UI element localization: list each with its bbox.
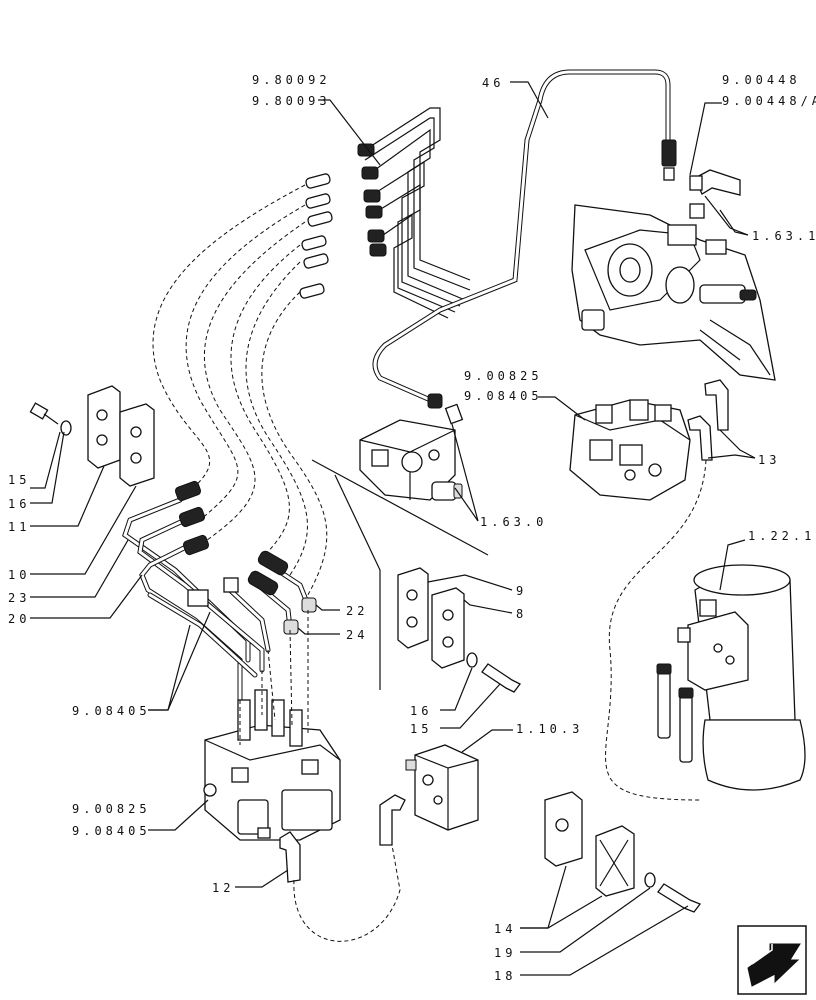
bolt-15-left [29, 402, 72, 436]
callout-980092: 9.80092 [252, 73, 331, 87]
callout-14: 14 [494, 922, 516, 936]
callout-900825-top: 9.00825 [464, 369, 543, 383]
elbow-fitting-900448 [689, 169, 741, 196]
callout-900448: 9.00448 [722, 73, 801, 87]
dashed-hose-paths-left [152, 184, 328, 601]
leader-lines [30, 81, 756, 976]
callout-10: 10 [8, 568, 30, 582]
callout-19: 19 [494, 946, 516, 960]
callout-18: 18 [494, 969, 516, 983]
callout-900825-bot: 9.00825 [72, 802, 151, 816]
transmission-housing [571, 203, 776, 381]
callout-1103: 1.10.3 [516, 722, 583, 736]
fitting-elbow-bottom [379, 794, 406, 846]
valve-block-upper-right [569, 399, 691, 501]
pipe-end-fittings [299, 173, 333, 299]
callout-908405-bot: 9.08405 [72, 824, 151, 838]
callout-22: 22 [346, 604, 368, 618]
tank-hoses [656, 663, 694, 763]
callout-1221: 1.22.1 [748, 529, 815, 543]
bolt-18 [644, 872, 702, 913]
callout-23: 23 [8, 591, 30, 605]
next-page-arrow-icon[interactable] [737, 925, 807, 995]
manifold-tubes [122, 480, 271, 703]
hydraulic-tank-1221 [677, 564, 806, 791]
dashed-drops-to-valve-stack [239, 610, 309, 745]
callout-8: 8 [516, 607, 527, 621]
callout-900448a: 9.00448/A [722, 94, 816, 108]
clamp-halves-11-10 [87, 385, 155, 487]
callout-15-mid: 15 [410, 722, 432, 736]
callout-16-mid: 16 [410, 704, 432, 718]
callout-9: 9 [516, 584, 527, 598]
callout-20: 20 [8, 612, 30, 626]
callout-12: 12 [212, 881, 234, 895]
tube-bundle-upper [357, 107, 471, 319]
callout-labels: 9.80092 9.80093 46 9.00448 9.00448/A 1.6… [8, 73, 816, 983]
dashed-hose-right [605, 459, 707, 801]
callout-908405-mid: 9.08405 [72, 704, 151, 718]
bolt-15-mid [466, 652, 521, 693]
callout-46: 46 [482, 76, 504, 90]
block-1103 [405, 744, 479, 831]
fittings-13 [687, 379, 729, 461]
callout-908405-top: 9.08405 [464, 389, 543, 403]
callout-1630: 1.63.0 [480, 515, 547, 529]
clamp-halves-14 [544, 791, 635, 897]
callout-16-left: 16 [8, 497, 30, 511]
valve-stack-lower [203, 689, 341, 841]
clamp-halves-9-8 [397, 567, 465, 669]
callout-13: 13 [758, 453, 780, 467]
pipe-46 [372, 69, 677, 425]
callout-15-left: 15 [8, 473, 30, 487]
callout-11: 11 [8, 520, 30, 534]
callout-1631: 1.63.1 [752, 229, 816, 243]
control-valve-1630 [359, 419, 463, 501]
dashed-hose-bottom [293, 844, 401, 942]
callout-24: 24 [346, 628, 368, 642]
tubes-22-24 [247, 550, 317, 635]
callout-980093: 9.80093 [252, 94, 331, 108]
